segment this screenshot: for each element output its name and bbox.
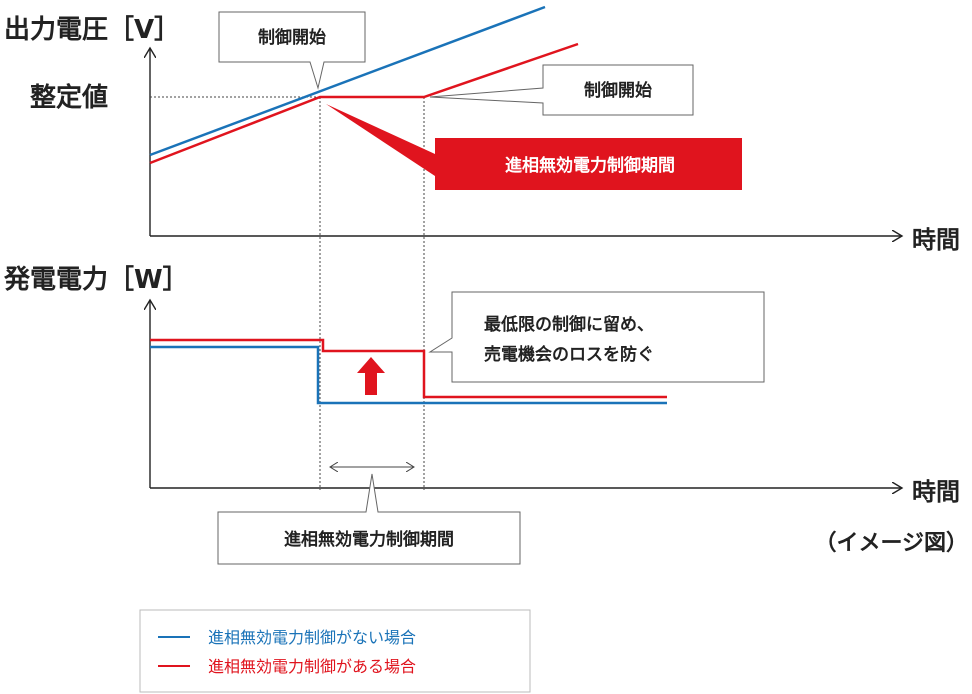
image-note: （イメージ図） [814, 531, 968, 556]
bottom-y-axis-label: 発電電力［W］ [3, 265, 189, 295]
callout-period-box [217, 473, 521, 565]
legend-item-without-control: 進相無効電力制御がない場合 [208, 628, 416, 647]
callout-control-start-2-text: 制御開始 [584, 80, 652, 101]
callout-message-line2: 売電機会のロスを防ぐ [484, 344, 654, 365]
callout-period-red-text: 進相無効電力制御期間 [505, 155, 675, 176]
callout-period-box-text: 進相無効電力制御期間 [284, 529, 454, 550]
voltage-line-without-control [149, 5, 546, 157]
top-y-axis-label: 出力電圧［V］ [4, 15, 180, 45]
callout-message-line1: 最低限の制御に留め、 [484, 314, 654, 335]
legend-item-with-control: 進相無効電力制御がある場合 [208, 657, 416, 676]
power-line-without-control [150, 345, 667, 405]
callout-control-start-2 [429, 64, 694, 116]
voltage-line-with-control [149, 42, 579, 165]
legend-box [139, 609, 531, 693]
setpoint-label: 整定値 [30, 82, 108, 113]
callout-control-start-1 [218, 11, 366, 90]
callout-message [428, 291, 765, 383]
top-x-axis-label: 時間 [912, 226, 960, 254]
bottom-x-axis-label: 時間 [912, 478, 960, 506]
increase-arrow-icon [357, 357, 385, 395]
callout-control-start-1-text: 制御開始 [258, 27, 326, 48]
callout-period-red [326, 104, 742, 190]
power-line-with-control [150, 338, 667, 399]
